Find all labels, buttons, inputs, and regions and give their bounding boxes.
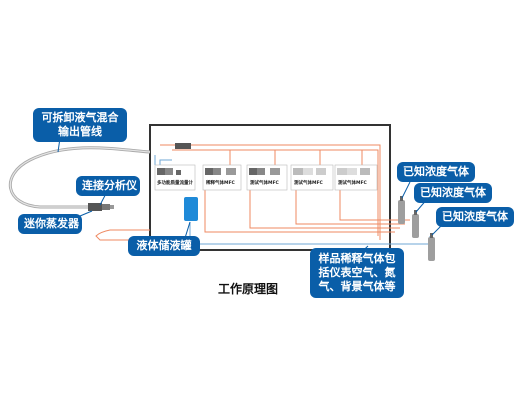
diagram-caption: 工作原理图	[218, 282, 279, 296]
cylinder-3	[428, 237, 435, 261]
module-label-2: 稀释气体MFC	[206, 181, 235, 186]
mini-evaporator	[88, 203, 114, 211]
callout-known-gas-1: 已知浓度气体	[397, 162, 475, 182]
mfc-modules	[154, 164, 378, 191]
module-label-3: 测试气体MFC	[250, 181, 279, 186]
module-label-5: 测试气体MFC	[338, 181, 367, 186]
cylinder-1	[398, 200, 405, 224]
orange-gas-lines	[95, 144, 410, 241]
callout-known-gas-2: 已知浓度气体	[414, 183, 492, 203]
module-label-4: 测试气体MFC	[294, 181, 323, 186]
gas-cylinders	[398, 196, 435, 261]
callout-liquid-tank: 液体储液罐	[128, 236, 200, 256]
callout-analyzer: 连接分析仪	[76, 176, 140, 196]
callout-known-gas-3: 已知浓度气体	[436, 207, 514, 227]
callout-mixing-line: 可拆卸液气混合输出管线	[33, 108, 127, 142]
module-label-1: 多功能质量流量计	[157, 181, 193, 186]
callout-evaporator: 迷你蒸发器	[18, 214, 82, 234]
liquid-tank	[184, 197, 198, 221]
pressure-sensor	[175, 143, 191, 149]
cylinder-2	[412, 214, 419, 238]
callout-dilution-gas: 样品稀释气体包括仪表空气、氮气、背景气体等	[310, 248, 404, 298]
